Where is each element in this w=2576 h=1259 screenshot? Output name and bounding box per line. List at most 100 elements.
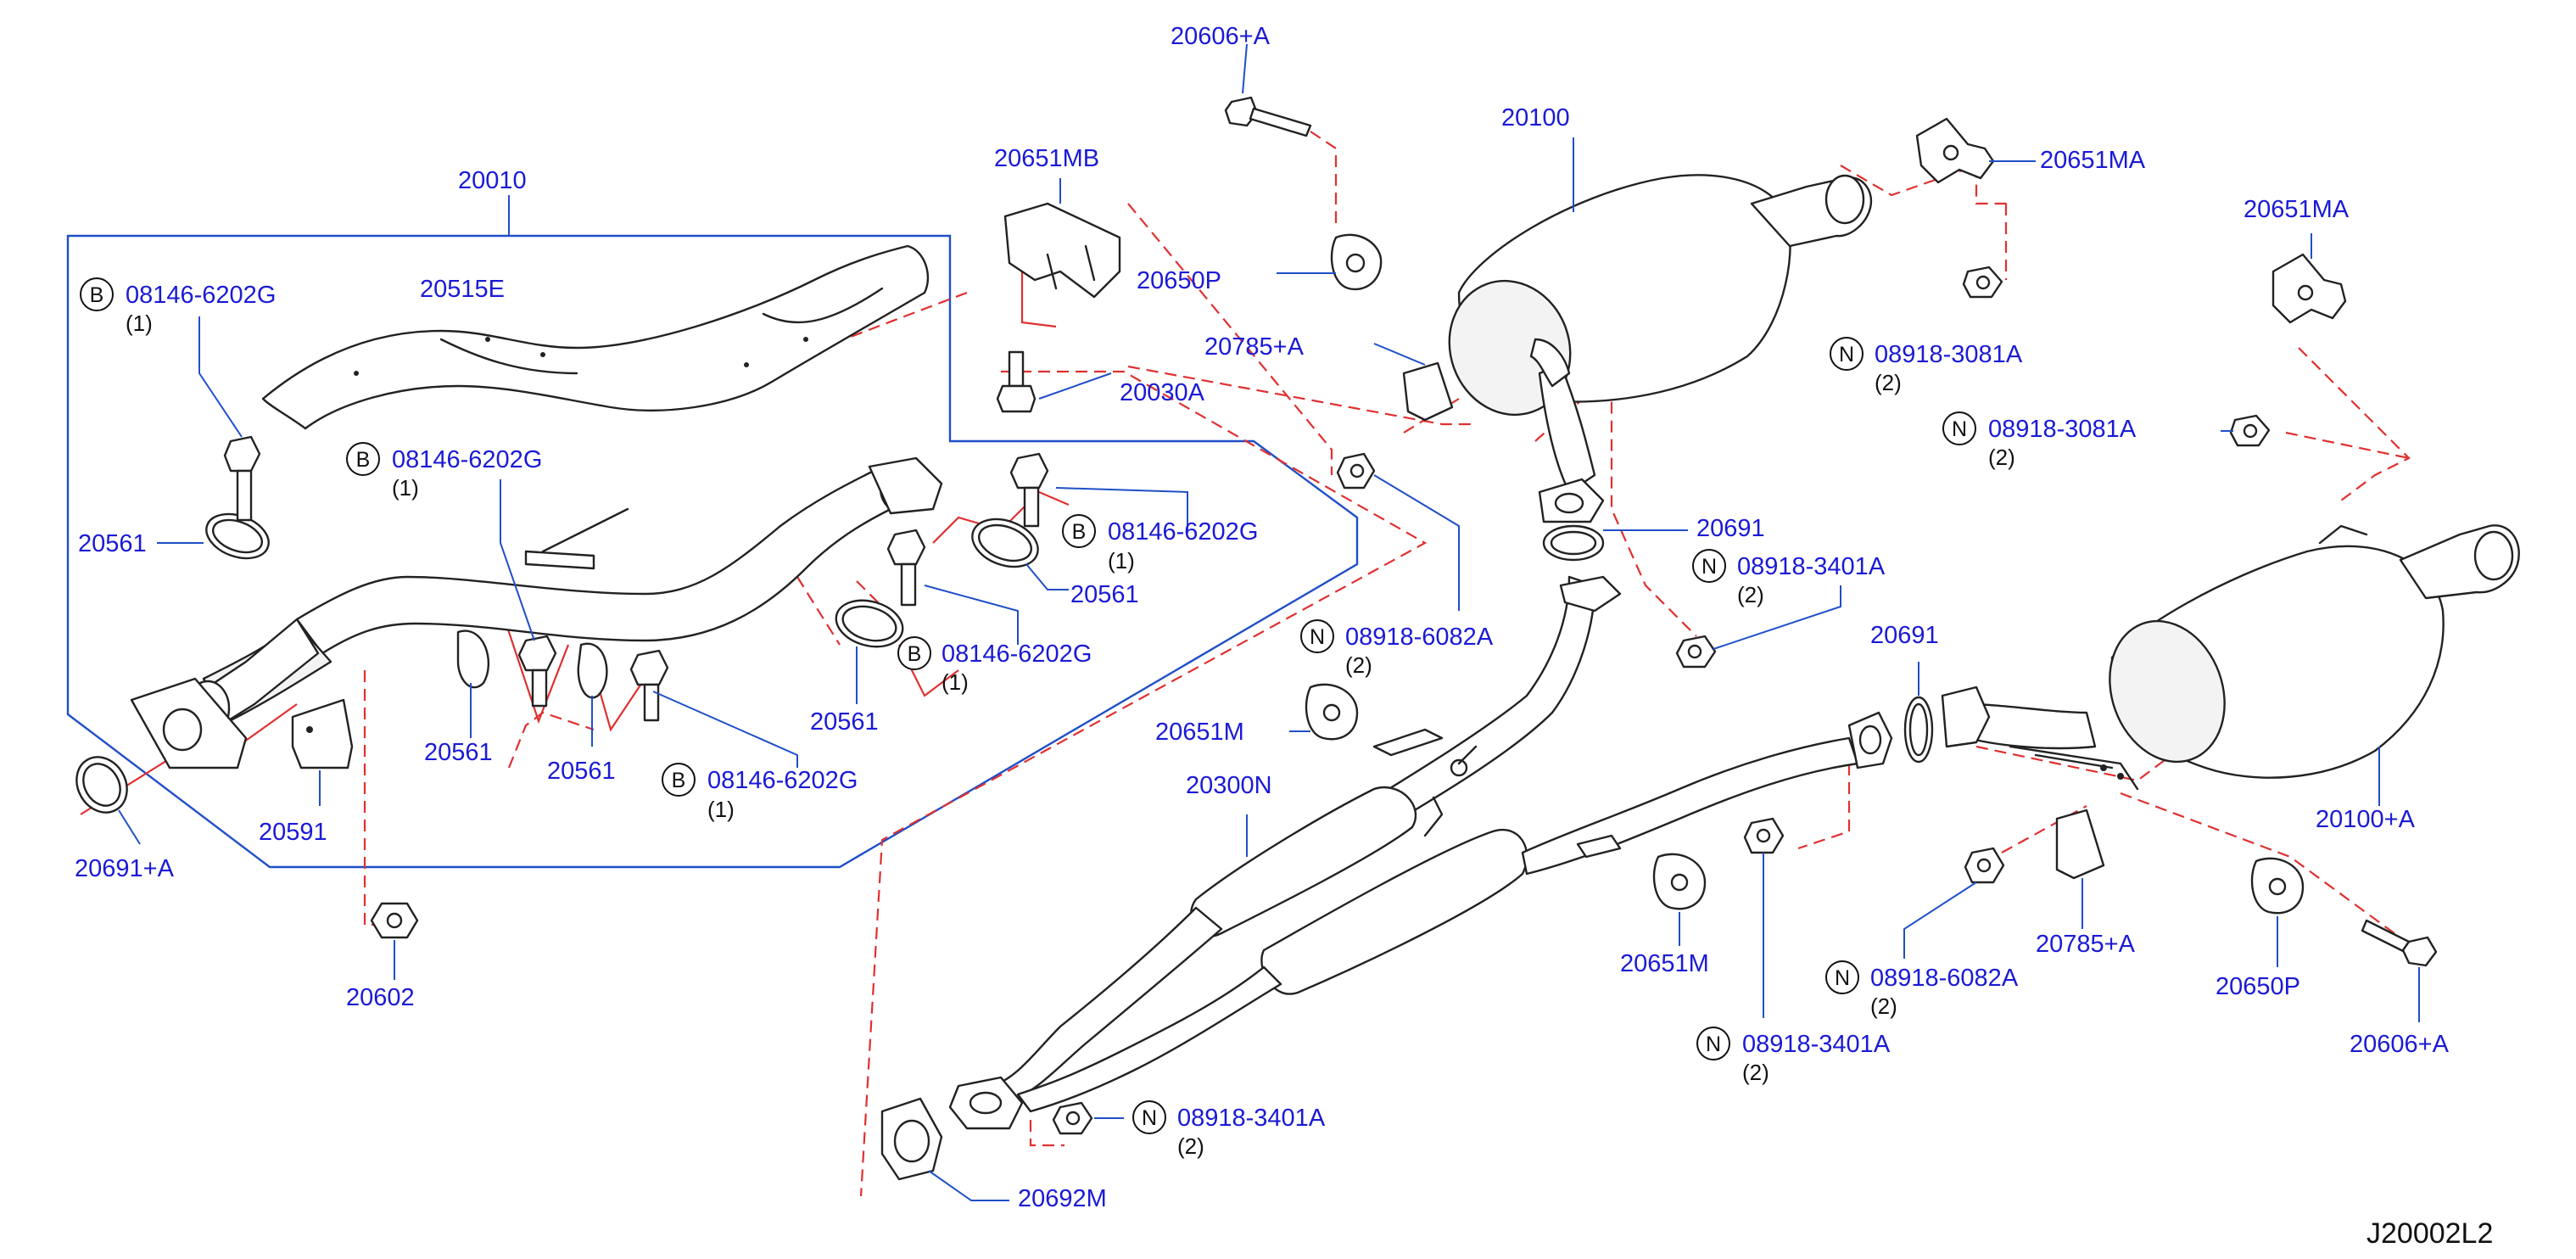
callout-prefix: B: [908, 642, 922, 666]
label-20692m: 20692M: [1018, 1185, 1107, 1212]
callout-2: B 08146-6202G (1): [1062, 514, 1258, 574]
label-20785a-top: 20785+A: [1204, 333, 1305, 361]
insulator-20591: [291, 698, 354, 806]
nut-08918-3401a-right: [1743, 817, 1785, 1018]
flange-mid: [1538, 478, 1605, 523]
label-20602: 20602: [346, 984, 415, 1011]
label-20650p-top: 20650P: [1137, 267, 1221, 294]
callout-prefix: N: [1702, 555, 1717, 579]
heat-shield-20515e: [261, 244, 930, 430]
callout-number: 08918-3401A: [1742, 1031, 1891, 1058]
damper-20785a-top: [1373, 343, 1454, 422]
gasket-20691a: [75, 756, 141, 845]
label-20561-a: 20561: [78, 530, 147, 557]
front-pipe-catalyst-20010: [130, 456, 943, 769]
label-20651mb: 20651MB: [994, 145, 1099, 172]
callout-number: 08918-6082A: [1870, 965, 2019, 992]
label-20651ma-top: 20651MA: [2040, 147, 2146, 174]
clamp-20561-c: [577, 642, 608, 747]
callout-qty: (2): [1988, 445, 2015, 470]
label-20785a-bottom: 20785+A: [2036, 931, 2136, 958]
nut-08918-6082a-top: [1336, 452, 1460, 611]
callout-5: N 08918-3081A (2): [1830, 337, 2023, 395]
callout-11: N 08918-3401A (2): [1132, 1100, 1326, 1159]
callout-number: 08146-6202G: [126, 282, 276, 309]
callout-prefix: B: [356, 448, 371, 472]
callout-number: 08146-6202G: [1108, 518, 1258, 546]
bracket-20651ma-top: [1915, 117, 2036, 184]
callout-qty: (2): [1177, 1133, 1204, 1159]
label-20651m-a: 20651M: [1155, 719, 1244, 746]
assembly-boundary-20010: [66, 195, 1359, 869]
bolt-20606a-top: [1224, 43, 1338, 229]
callout-9: N 08918-6082A (2): [1825, 960, 2019, 1019]
callout-qty: (1): [942, 669, 969, 695]
assembly-lines: [80, 164, 2418, 1197]
hanger-20650p-top: [1277, 233, 1383, 291]
label-20591: 20591: [259, 819, 327, 846]
callout-3: B 08146-6202G (1): [897, 636, 1092, 695]
callout-qty: (1): [1108, 548, 1135, 574]
label-20691a: 20691+A: [75, 855, 175, 882]
label-20606a-top: 20606+A: [1171, 23, 1271, 50]
callout-10: N 08918-3401A (2): [1696, 1027, 1891, 1085]
callout-prefix: N: [1835, 966, 1850, 990]
hanger-20650p-bottom: [2250, 857, 2305, 967]
label-20561-e: 20561: [1070, 581, 1139, 608]
label-20691-mid: 20691: [1696, 515, 1765, 542]
callout-qty: (2): [1345, 652, 1372, 678]
nut-08918-3401a-bottom: [1052, 1101, 1124, 1135]
label-20561-d: 20561: [810, 708, 879, 736]
damper-20785a-bottom: [2055, 809, 2105, 929]
label-20100a: 20100+A: [2316, 806, 2416, 833]
callout-prefix: N: [1706, 1032, 1721, 1056]
label-20100: 20100: [1501, 104, 1570, 131]
callout-prefix: N: [1142, 1106, 1157, 1130]
callout-qty: (1): [126, 311, 153, 336]
label-20606a-bottom: 20606+A: [2350, 1031, 2450, 1058]
callout-prefix: N: [1839, 343, 1854, 367]
callout-qty: (1): [707, 797, 735, 822]
hanger-20651m-b: [1652, 853, 1707, 946]
callout-number: 08146-6202G: [942, 641, 1092, 668]
callout-prefix: N: [1952, 417, 1967, 441]
label-20300n: 20300N: [1186, 772, 1272, 799]
diagram-code: J20002L2: [2366, 1217, 2493, 1250]
callout-number: 08918-3401A: [1737, 553, 1886, 580]
bracket-20651mb: [1003, 178, 1121, 299]
gasket-20691-right: [1903, 662, 1934, 764]
label-20650p-bottom: 20650P: [2216, 973, 2300, 1000]
label-20691-right: 20691: [1870, 622, 1939, 649]
label-20651ma-right: 20651MA: [2244, 196, 2350, 223]
callout-qty: (2): [1737, 582, 1764, 607]
callout-qty: (1): [392, 475, 419, 501]
bolt-20030a: [996, 350, 1112, 413]
clamp-20561-b: [456, 630, 490, 738]
callout-prefix: N: [1310, 625, 1325, 649]
callout-qty: (2): [1870, 993, 1897, 1019]
hanger-20651m-a: [1289, 683, 1359, 741]
callout-6: N 08918-3081A (2): [1942, 411, 2137, 470]
label-20515e: 20515E: [420, 276, 505, 303]
callout-number: 08918-3081A: [1988, 416, 2137, 443]
callout-qty: (2): [1875, 370, 1902, 395]
callout-4: B 08146-6202G (1): [662, 763, 858, 822]
callout-prefix: B: [90, 283, 104, 307]
callout-leaders: [198, 316, 1188, 768]
main-muffler-20100: [1448, 137, 1873, 494]
nut-08918-3081a-right: [2221, 414, 2271, 447]
part-labels: 20010 20515E 20651MB 20030A 20606+A 2065…: [75, 23, 2450, 1212]
bracket-20651ma-right: [2271, 233, 2347, 324]
gasket-20691-mid: [1542, 524, 1688, 562]
callout-0: B 08146-6202G (1): [80, 277, 276, 336]
nut-08918-3081a-top: [1962, 266, 2003, 299]
center-pipe-20300n: [948, 575, 1893, 1130]
callout-qty: (2): [1742, 1060, 1769, 1085]
label-20010: 20010: [458, 167, 527, 194]
nut-08918-6082a-bottom: [1903, 847, 2005, 959]
right-muffler-20100a: [1941, 524, 2520, 806]
label-20561-b: 20561: [424, 739, 493, 766]
callout-7: N 08918-6082A (2): [1300, 619, 1494, 678]
callout-prefix: B: [672, 769, 686, 792]
